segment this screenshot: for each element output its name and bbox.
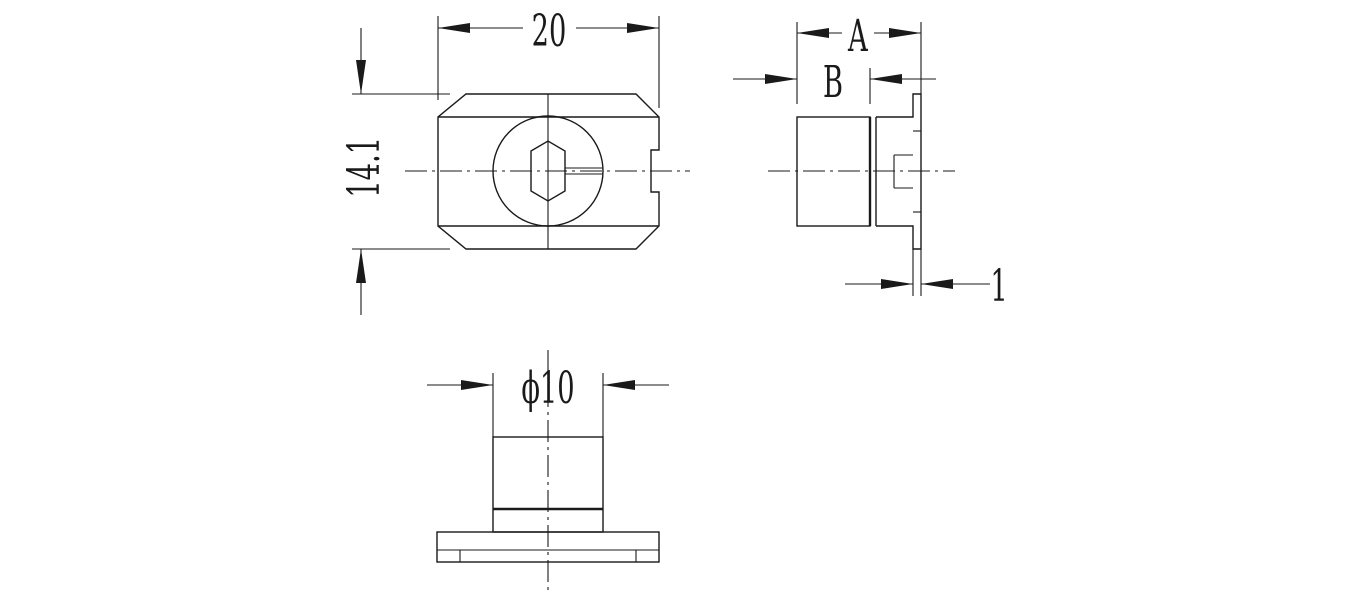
dim-diameter: ϕ10 [427,362,669,437]
dim-width-label: 20 [532,5,567,57]
dim-a: A [796,10,922,104]
dim-b-label: B [823,56,843,108]
dim-height: 14.1 [338,28,450,315]
dim-diameter-label: ϕ10 [521,362,574,414]
dim-thickness: 1 [845,260,1008,312]
bottom-view [436,350,660,590]
dim-b-arrow-left [765,74,797,84]
dim-a-arrow-left [797,28,829,38]
dim-a-label: A [847,10,868,62]
dim-a-arrow-right [889,28,921,38]
hex-socket-icon [530,140,566,202]
side-view [768,93,955,296]
dim-height-arrow-bottom [356,249,366,283]
dim-diameter-arrow-right [603,380,635,390]
dim-b-arrow-right [870,74,902,84]
dim-width-arrow-right [627,23,659,33]
dim-thickness-arrow-left [881,279,913,289]
dim-b: B [733,56,936,108]
dim-thickness-arrow-right [921,279,953,289]
front-view [405,93,690,250]
dim-thickness-label: 1 [990,260,1007,312]
dim-diameter-arrow-left [461,380,493,390]
dim-width: 20 [437,5,660,108]
dim-width-arrow-left [438,23,470,33]
dim-height-label: 14.1 [338,137,390,198]
dim-height-arrow-top [356,60,366,94]
